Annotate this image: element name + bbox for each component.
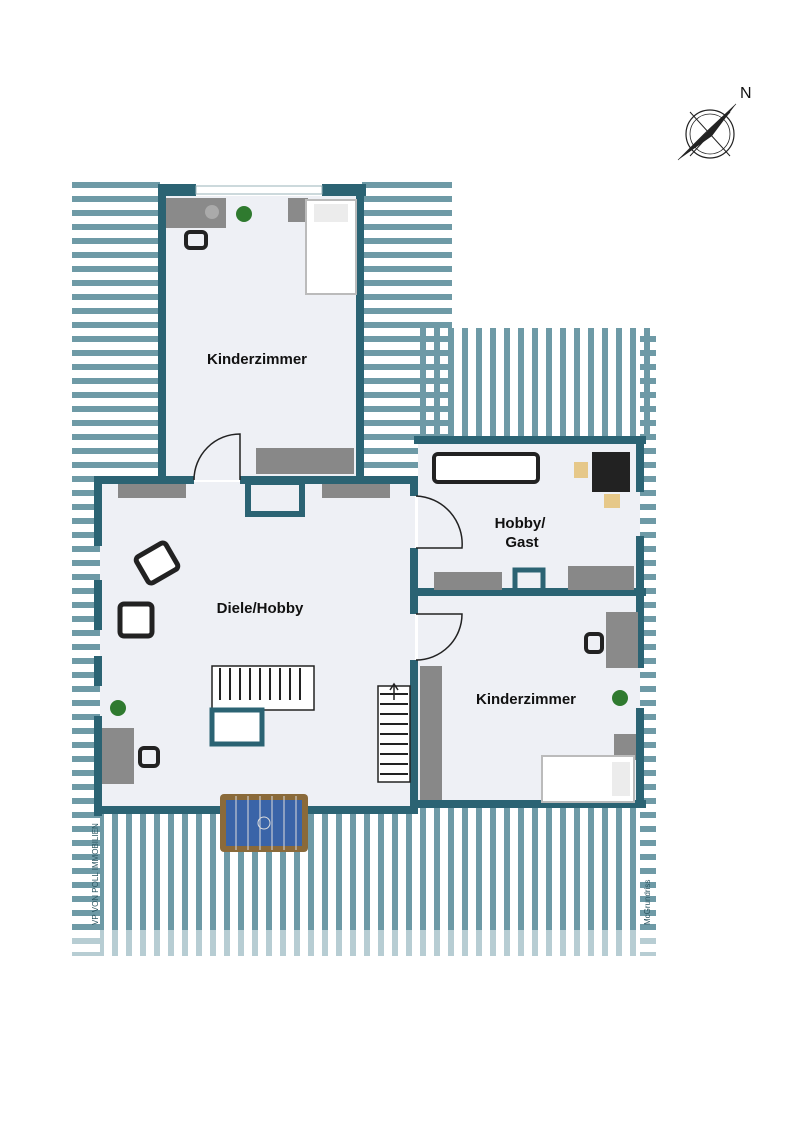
wardrobe-top bbox=[256, 448, 354, 474]
dining-table bbox=[592, 452, 630, 492]
room-label-diele-hobby: Diele/Hobby bbox=[217, 600, 304, 617]
door-kinderzimmer-right bbox=[415, 613, 463, 661]
floor-diele bbox=[100, 482, 415, 808]
sofa bbox=[432, 452, 540, 484]
room-label-hobby-gast-2: Gast bbox=[505, 534, 538, 551]
compass-icon bbox=[677, 103, 737, 161]
room-label-hobby-gast-1: Hobby/ bbox=[495, 515, 547, 532]
compass-label: N bbox=[740, 85, 752, 102]
desk-hall bbox=[102, 728, 134, 784]
plant-icon-3 bbox=[612, 690, 628, 706]
vonpoll-logo: VP VON POLL IMMOBILIEN bbox=[91, 823, 100, 925]
window-top bbox=[195, 185, 323, 195]
roof-right-upper bbox=[418, 328, 655, 440]
staircase-right bbox=[377, 682, 411, 783]
mcgrundriss-logo: McGrundriss bbox=[643, 880, 652, 925]
roof-left-top bbox=[72, 178, 160, 478]
doors bbox=[193, 433, 463, 661]
plant-icon bbox=[236, 206, 252, 222]
armchair-2 bbox=[117, 601, 155, 639]
door-hobby-gast bbox=[415, 495, 463, 549]
foosball-table-icon bbox=[220, 794, 308, 852]
door-kinderzimmer-top bbox=[193, 433, 241, 481]
room-label-kinderzimmer-right: Kinderzimmer bbox=[476, 691, 576, 708]
staircase-left bbox=[209, 665, 315, 747]
furniture bbox=[102, 198, 638, 852]
desk-right bbox=[606, 612, 638, 668]
wardrobe-right bbox=[420, 666, 442, 800]
armchair-1 bbox=[133, 540, 181, 586]
plant-icon-2 bbox=[110, 700, 126, 716]
chair-top bbox=[184, 230, 208, 250]
room-label-kinderzimmer-top: Kinderzimmer bbox=[207, 351, 307, 368]
